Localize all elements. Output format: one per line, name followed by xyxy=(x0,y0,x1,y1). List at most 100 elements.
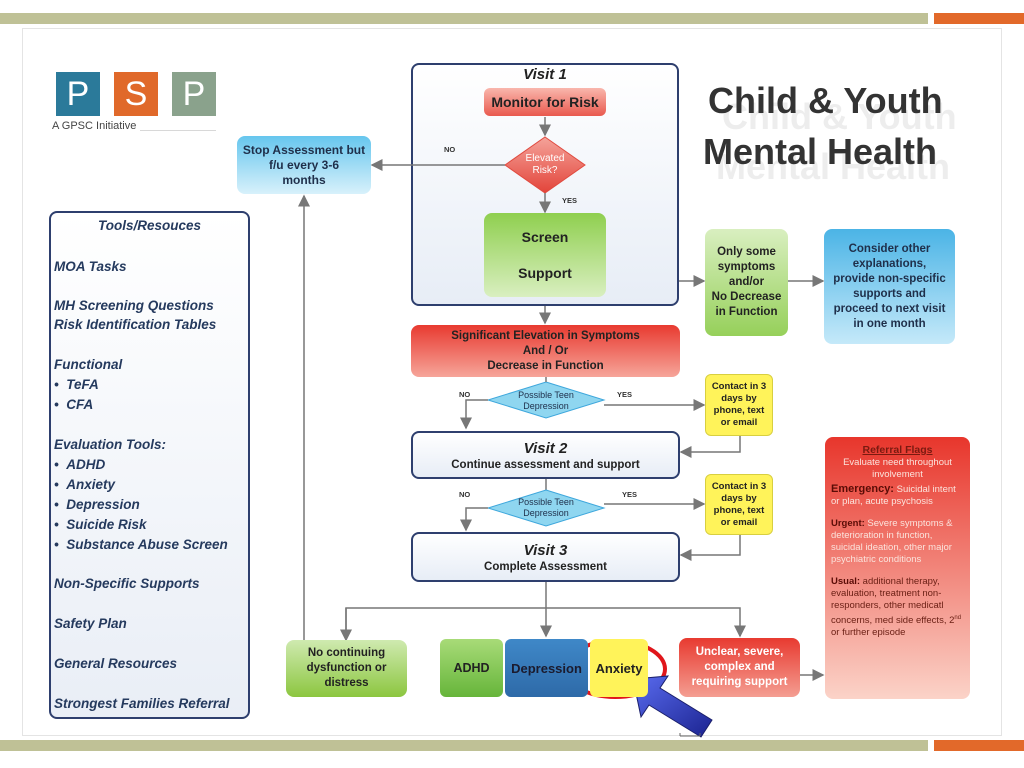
tools-safety-plan: Safety Plan xyxy=(54,616,127,631)
bullet-icon: • xyxy=(54,517,59,532)
teen-depression-label-1: Possible Teen Depression xyxy=(506,388,586,414)
significant-line2: And / Or xyxy=(522,344,569,357)
referral-subtitle-line2: involvement xyxy=(872,469,923,480)
contact-box-2: Contact in 3 days by phone, text or emai… xyxy=(705,474,773,535)
usual-label: Usual: xyxy=(831,576,861,587)
bullet-icon: • xyxy=(54,377,59,392)
no-continuing-line2: dysfunction or xyxy=(306,662,387,674)
elevated-risk-label: Elevated Risk? xyxy=(515,148,575,182)
referral-emergency: Emergency: Suicidal intent or plan, acut… xyxy=(831,483,964,508)
anxiety-box: Anxiety xyxy=(590,639,648,697)
elevated-yes-label: YES xyxy=(562,196,578,205)
usual-text: additional therapy, evaluation, treatmen… xyxy=(831,576,955,627)
tools-heading: Tools/Resouces xyxy=(98,218,202,233)
only-some-line5: in Function xyxy=(715,306,778,318)
emergency-text: Suicidal intent or plan, acute psychosis xyxy=(831,484,956,507)
bullet-icon: • xyxy=(54,457,59,472)
tools-functional-item-2: • CFA xyxy=(54,397,93,412)
teen-depression-label-2: Possible Teen Depression xyxy=(506,495,586,521)
tools-eval-label-2: Anxiety xyxy=(66,477,116,492)
bottom-orange-bar xyxy=(934,740,1024,751)
tools-general: General Resources xyxy=(54,656,178,671)
unclear-line1: Unclear, severe, xyxy=(695,646,784,658)
referral-usual: Usual: additional therapy, evaluation, t… xyxy=(831,576,964,639)
screen-support-box: Screen Support xyxy=(484,213,606,297)
only-some-line1: Only some xyxy=(717,246,776,258)
only-some-line3: and/or xyxy=(728,276,765,288)
visit3-subtitle: Complete Assessment xyxy=(484,560,607,573)
visit2-box: Visit 2 Continue assessment and support xyxy=(411,431,680,479)
title-shadow-2: Mental Health xyxy=(716,146,951,187)
referral-title: Referral Flags xyxy=(862,444,933,456)
tools-eval-label-1: ADHD xyxy=(66,457,106,472)
significant-line1: Significant Elevation in Symptoms xyxy=(451,329,640,342)
urgent-label: Urgent: xyxy=(831,518,865,529)
bottom-olive-bar xyxy=(0,740,928,751)
tools-functional-label-2: CFA xyxy=(66,397,94,412)
bullet-icon: • xyxy=(54,477,59,492)
page-title-line2: Mental Health xyxy=(703,131,938,172)
unclear-line3: requiring support xyxy=(691,676,788,688)
teen1-line1: Possible Teen xyxy=(518,390,574,400)
consider-line6: in one month xyxy=(853,317,926,330)
teen2-no-label: NO xyxy=(459,490,471,499)
contact2-line4: or email xyxy=(720,516,758,528)
contact1-line2: days by xyxy=(721,393,757,404)
tools-moa: MOA Tasks xyxy=(54,259,127,274)
tools-panel xyxy=(49,211,250,719)
elevated-risk-line2: Risk? xyxy=(532,165,558,176)
usual-end: or further episode xyxy=(831,627,906,639)
contact2-line1: Contact in 3 xyxy=(711,480,767,492)
tools-functional-item-1: • TeFA xyxy=(54,377,99,392)
tools-eval-label-5: Substance Abuse Screen xyxy=(66,537,228,552)
contact2-line3: phone, text xyxy=(713,504,765,516)
no-continuing-line1: No continuing xyxy=(307,647,386,659)
tools-risk-tables: Risk Identification Tables xyxy=(54,317,217,332)
emergency-label: Emergency: xyxy=(831,483,894,495)
bullet-icon: • xyxy=(54,537,59,552)
stop-line2: f/u every 3-6 xyxy=(268,157,340,172)
contact1-line3: phone, text xyxy=(713,405,765,416)
tools-non-specific: Non-Specific Supports xyxy=(54,576,200,591)
teen-depression-diamond-1 xyxy=(486,381,606,419)
referral-urgent: Urgent: Severe symptoms & deterioration … xyxy=(831,518,964,566)
visit2-title: Visit 2 xyxy=(523,439,568,457)
elevated-no-label: NO xyxy=(444,145,456,154)
stop-assessment-box: Stop Assessment but f/u every 3-6 months xyxy=(237,136,371,194)
teen1-line2: Depression xyxy=(523,401,569,411)
logo-tagline: A GPSC Initiative xyxy=(52,120,137,132)
visit1-title: Visit 1 xyxy=(523,66,567,83)
logo-letter-s: S xyxy=(114,72,158,116)
tools-strongest: Strongest Families Referral xyxy=(54,696,230,711)
teen2-yes-label: YES xyxy=(622,490,638,499)
consider-line3: provide non-specific xyxy=(833,272,946,285)
tools-functional: Functional xyxy=(54,357,123,372)
tools-eval-item-3: • Depression xyxy=(54,497,140,512)
page-title-line1: Child & Youth xyxy=(708,80,943,121)
no-continuing-box: No continuing dysfunction or distress xyxy=(286,640,407,697)
teen1-no-label: NO xyxy=(459,390,471,399)
referral-subtitle-line1: Evaluate need throughout xyxy=(843,457,952,468)
teen1-yes-label: YES xyxy=(617,390,633,399)
screen-label: Screen xyxy=(521,229,569,245)
tools-eval-item-1: • ADHD xyxy=(54,457,105,472)
bullet-icon: • xyxy=(54,497,59,512)
elevated-risk-line1: Elevated xyxy=(525,153,565,164)
only-some-symptoms-box: Only some symptoms and/or No Decrease in… xyxy=(705,229,788,336)
tools-eval-item-5: • Substance Abuse Screen xyxy=(54,537,228,552)
unclear-severe-box: Unclear, severe, complex and requiring s… xyxy=(679,638,800,697)
slide-frame xyxy=(22,28,1002,736)
no-continuing-line3: distress xyxy=(324,677,369,689)
stop-line1: Stop Assessment but xyxy=(242,142,366,157)
tools-eval-label-3: Depression xyxy=(66,497,140,512)
only-some-line4: No Decrease xyxy=(711,291,782,303)
monitor-for-risk: Monitor for Risk xyxy=(484,88,606,116)
visit3-box: Visit 3 Complete Assessment xyxy=(411,532,680,582)
referral-subtitle: Evaluate need throughout involvement xyxy=(831,457,964,481)
tools-functional-label-1: TeFA xyxy=(66,377,99,392)
consider-line2: explanations, xyxy=(852,257,927,270)
consider-other-box: Consider other explanations, provide non… xyxy=(824,229,955,344)
stop-line3: months xyxy=(282,172,326,187)
teen2-line2: Depression xyxy=(523,508,569,518)
